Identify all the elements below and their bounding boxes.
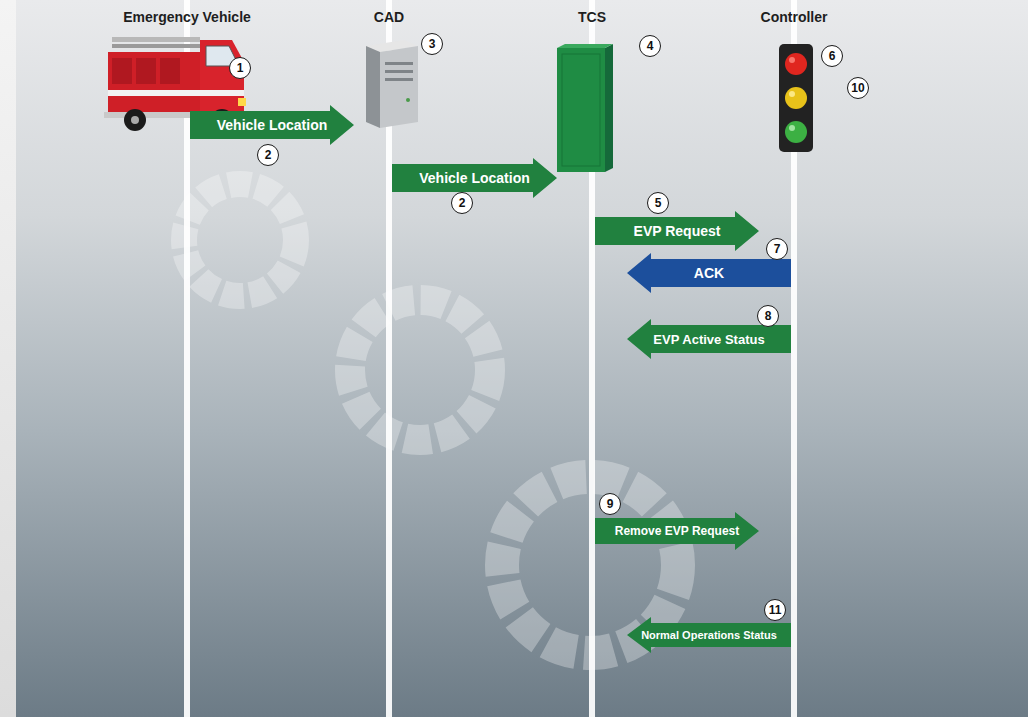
traffic-light-part (789, 125, 795, 131)
traffic-light-part (785, 87, 807, 109)
cad-server-part (406, 98, 410, 102)
traffic-light-part (789, 57, 795, 63)
traffic-light (779, 44, 813, 152)
traffic-light-part (789, 91, 795, 97)
side-strip (0, 0, 16, 717)
decor-rings-part (350, 300, 490, 440)
tcs-cabinet-part (557, 44, 613, 48)
callout-circle: 9 (599, 493, 621, 515)
callout-circle: 11 (764, 599, 786, 621)
fire-truck-part (131, 116, 139, 124)
message-label: Vehicle Location (217, 118, 327, 132)
message-label: Vehicle Location (419, 171, 529, 185)
message-arrow (190, 105, 354, 145)
callout-circle: 1 (229, 57, 251, 79)
fire-truck-part (108, 90, 244, 96)
callout-number: 4 (647, 39, 654, 53)
callout-number: 7 (774, 242, 781, 256)
callout-number: 5 (655, 196, 662, 210)
fire-truck-part (200, 40, 244, 118)
callout-number: 2 (265, 148, 272, 162)
fire-truck-part (112, 37, 200, 42)
message-arrow (627, 617, 791, 653)
message-label: EVP Active Status (653, 333, 764, 346)
cad-server (366, 40, 418, 128)
message-arrow (392, 158, 557, 198)
callout-circle: 7 (766, 238, 788, 260)
fire-truck-part (112, 44, 200, 48)
callout-number: 8 (765, 309, 772, 323)
callout-circle: 5 (647, 192, 669, 214)
traffic-light-part (785, 53, 807, 75)
cad-server-part (380, 46, 418, 128)
cad-server-part (385, 70, 413, 73)
fire-truck-part (136, 58, 156, 84)
callout-number: 3 (429, 37, 436, 51)
tcs-cabinet (557, 44, 613, 172)
participant-heading: Controller (761, 9, 828, 25)
message-arrow (595, 211, 759, 251)
callout-circle: 3 (421, 33, 443, 55)
callout-number: 6 (829, 49, 836, 63)
cad-server-part (366, 46, 380, 128)
cad-server-part (385, 62, 413, 65)
decor-rings-part (184, 184, 296, 296)
participant-heading: TCS (578, 9, 606, 25)
traffic-light-part (785, 121, 807, 143)
callout-number: 2 (459, 196, 466, 210)
participant-heading: Emergency Vehicle (123, 9, 251, 25)
callout-number: 10 (851, 81, 864, 95)
message-arrow (595, 512, 759, 550)
callout-number: 11 (769, 603, 782, 617)
callout-number: 9 (607, 497, 614, 511)
tcs-cabinet-part (562, 54, 600, 166)
cad-server-part (385, 78, 413, 81)
tcs-cabinet-part (605, 44, 613, 172)
message-label: EVP Request (634, 224, 721, 238)
callout-number: 1 (237, 61, 244, 75)
fire-truck-part (160, 58, 180, 84)
callout-circle: 4 (639, 35, 661, 57)
tcs-cabinet-part (557, 48, 605, 172)
participant-heading: CAD (374, 9, 404, 25)
fire-truck-part (238, 98, 246, 106)
fire-truck-part (124, 109, 146, 131)
callout-circle: 2 (257, 144, 279, 166)
message-label: Remove EVP Request (615, 525, 740, 537)
fire-truck-part (108, 52, 202, 118)
callout-circle: 8 (757, 305, 779, 327)
callout-circle: 2 (451, 192, 473, 214)
message-label: ACK (694, 266, 724, 280)
traffic-light-part (779, 44, 813, 152)
message-arrow (627, 253, 791, 293)
callout-circle: 10 (847, 77, 869, 99)
decor-rings (184, 184, 678, 653)
fire-truck-part (112, 58, 132, 84)
message-label: Normal Operations Status (641, 630, 777, 641)
callout-circle: 6 (821, 45, 843, 67)
